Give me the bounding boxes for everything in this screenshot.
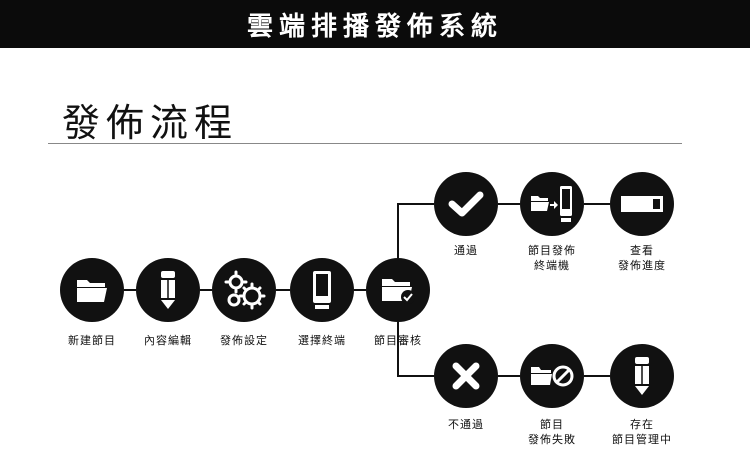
title-divider xyxy=(48,143,682,144)
step-label-edit-content: 內容編輯 xyxy=(144,334,192,347)
label-publish-failed: 節目 發佈失敗 xyxy=(528,417,576,447)
cross-icon xyxy=(452,362,480,390)
label-pass: 通過 xyxy=(454,244,478,257)
publish-failed-node xyxy=(520,344,584,408)
folder-icon xyxy=(77,280,107,302)
label-program-management: 存在 節目管理中 xyxy=(612,417,672,447)
label-failed-line1: 節目 xyxy=(540,418,564,431)
program-review-node xyxy=(366,258,430,322)
folder-to-terminal-icon xyxy=(531,186,572,222)
label-publish-terminal: 節目發佈 終端機 xyxy=(528,243,576,273)
rejected-node xyxy=(434,344,498,408)
label-manage-line1: 存在 xyxy=(630,418,654,431)
view-progress-node xyxy=(610,172,674,236)
pencil-icon xyxy=(635,357,649,395)
gears-icon xyxy=(224,270,266,310)
section-title: 發佈流程 xyxy=(62,101,239,145)
app-title: 雲端排播發佈系統 xyxy=(246,11,503,42)
new-program-node xyxy=(60,258,124,322)
label-publish-line2: 終端機 xyxy=(534,259,570,272)
publish-to-terminal-node xyxy=(520,172,584,236)
step-label-new-program: 新建節目 xyxy=(68,334,116,347)
label-fail: 不通過 xyxy=(448,418,484,431)
edit-content-node xyxy=(136,258,200,322)
label-failed-line2: 發佈失敗 xyxy=(528,433,576,446)
label-publish-line1: 節目發佈 xyxy=(528,244,576,257)
publish-settings-node xyxy=(212,258,276,322)
approved-node xyxy=(434,172,498,236)
label-progress-line1: 查看 xyxy=(630,244,654,257)
folder-check-icon xyxy=(382,279,415,304)
kiosk-terminal-icon xyxy=(313,271,331,309)
connector-branch-down xyxy=(397,322,434,377)
label-view-progress: 查看 發佈進度 xyxy=(618,243,666,273)
connector-branch-up xyxy=(397,203,434,258)
label-progress-line2: 發佈進度 xyxy=(618,259,666,272)
progress-bar-icon xyxy=(621,196,663,212)
step-label-select-terminal: 選擇終端 xyxy=(298,334,346,347)
program-management-node xyxy=(610,344,674,408)
step-label-publish-settings: 發佈設定 xyxy=(220,334,268,347)
pencil-icon xyxy=(161,271,175,309)
label-manage-line2: 節目管理中 xyxy=(612,433,672,446)
step-label-program-review: 節目審核 xyxy=(374,334,422,347)
folder-blocked-icon xyxy=(531,365,574,387)
select-terminal-node xyxy=(290,258,354,322)
header-bar: 雲端排播發佈系統 xyxy=(0,0,750,48)
checkmark-icon xyxy=(448,191,484,217)
